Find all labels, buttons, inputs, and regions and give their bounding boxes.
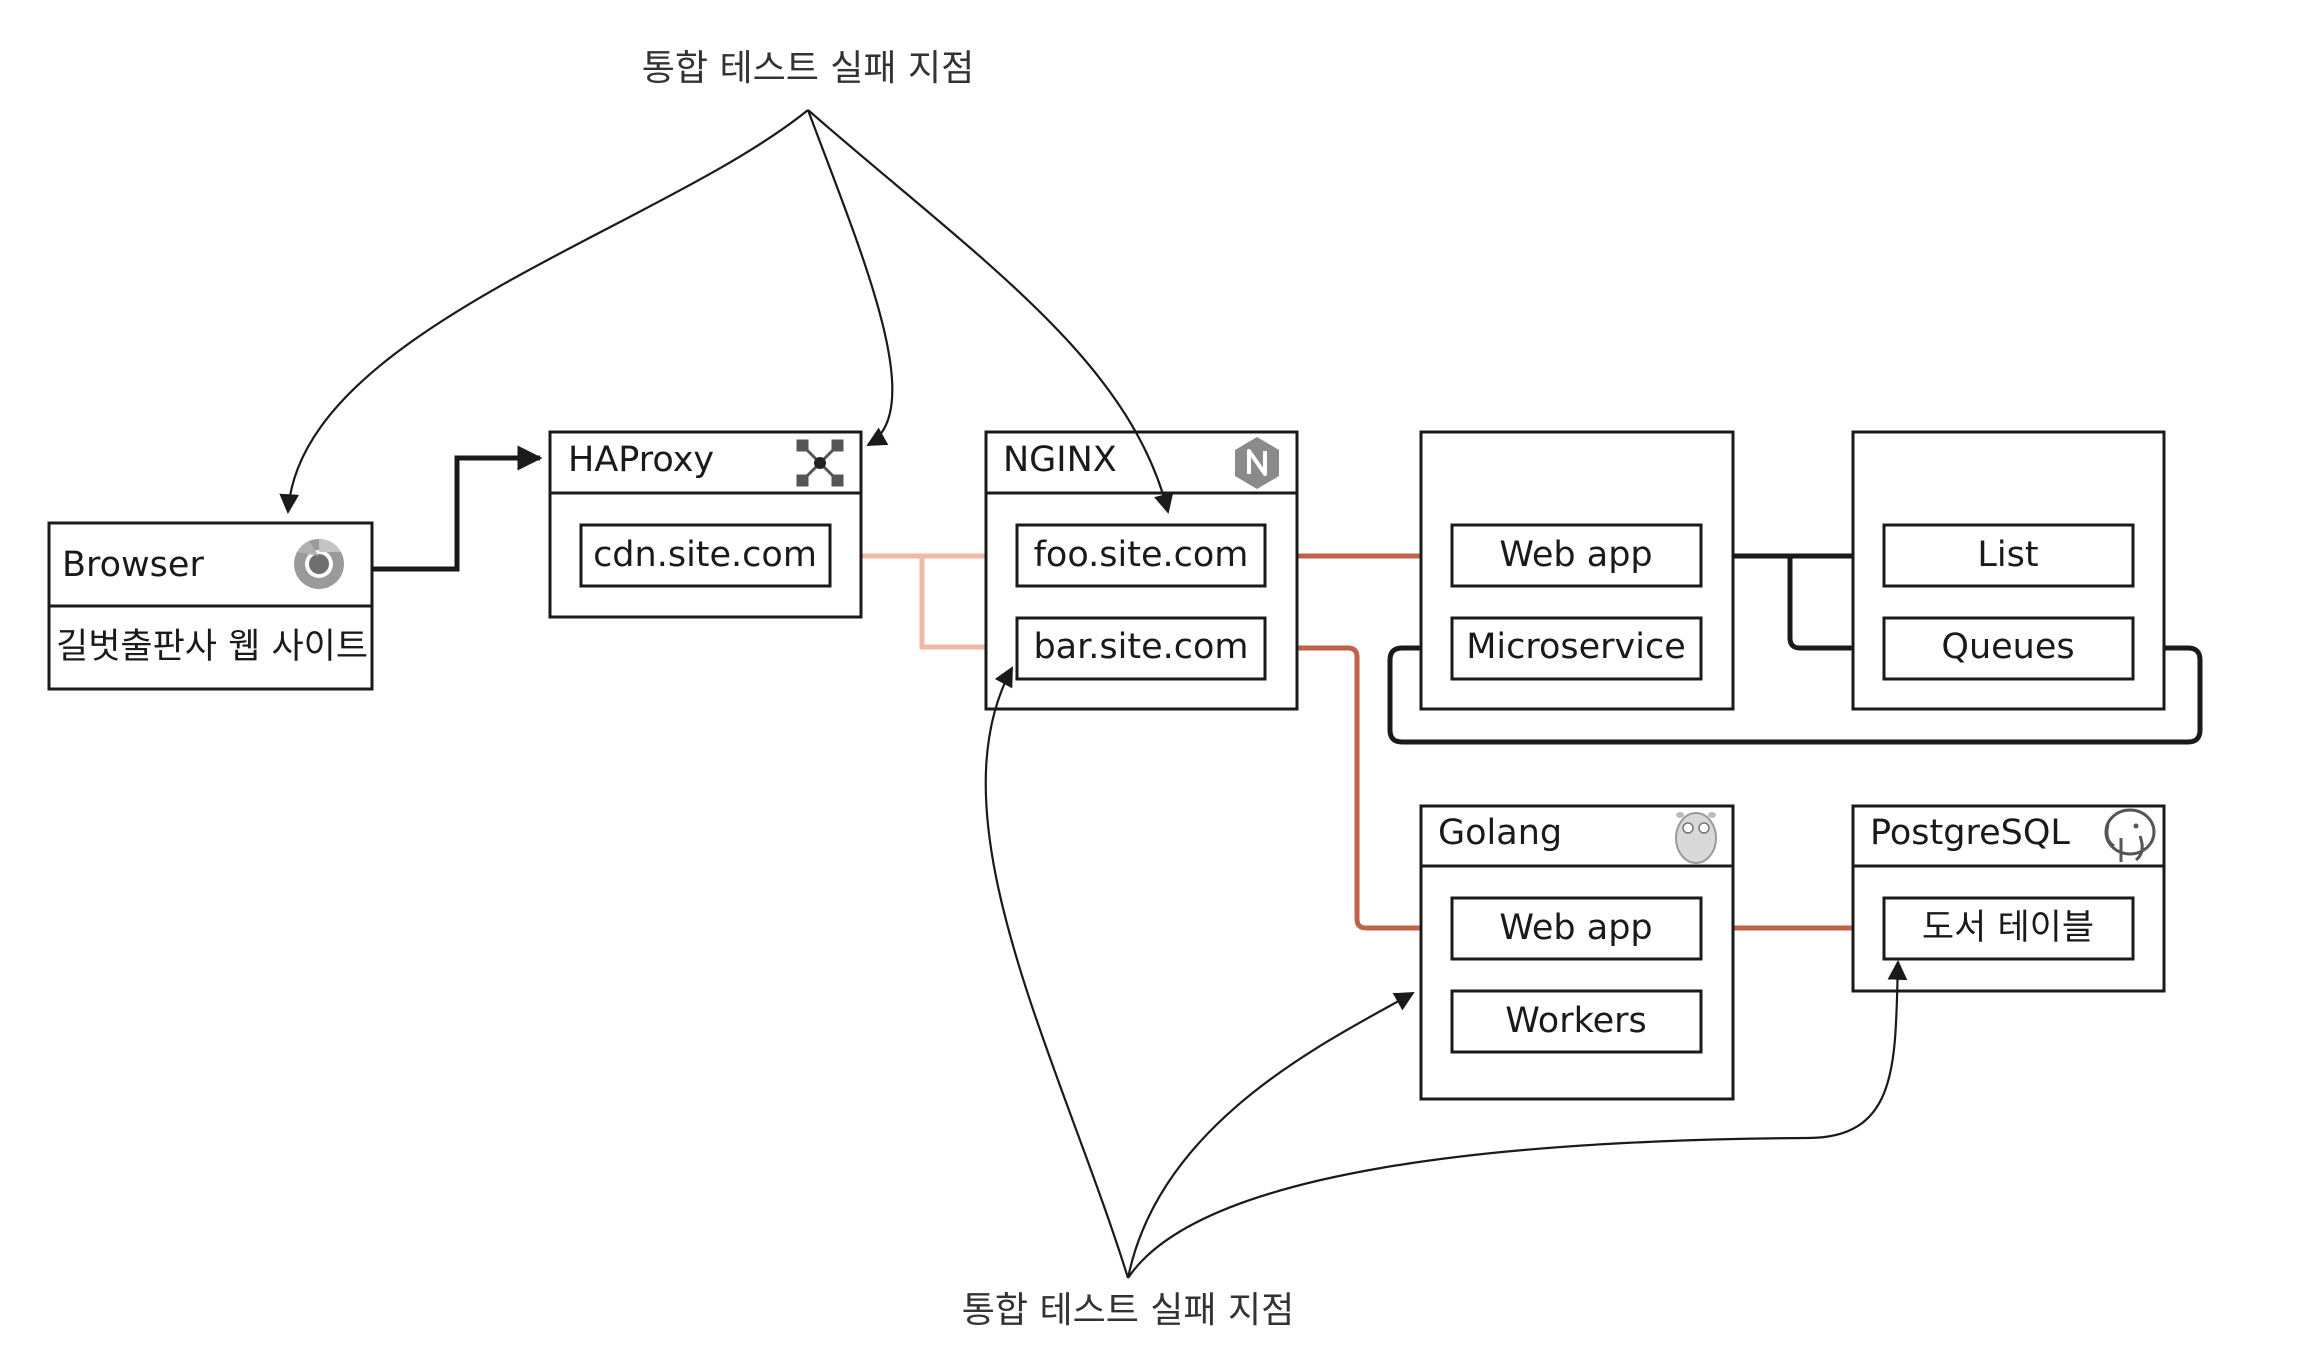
callout-bottom-nginx [984, 666, 1130, 1279]
foo-host-box [1015, 523, 1267, 588]
haproxy-box: HAProxy cdn.site.com [548, 430, 863, 619]
messaging-box: List Queues [1851, 430, 2166, 711]
callout-bottom-postgres [1127, 960, 1908, 1279]
haproxy-host: cdn.site.com [593, 535, 817, 575]
book-table-box [1882, 896, 2135, 961]
golang-webapp-box [1450, 896, 1703, 961]
postgres-title: PostgreSQL [1870, 813, 2070, 853]
postgres-table: 도서 테이블 [1922, 908, 2094, 948]
workers-box [1450, 989, 1703, 1054]
callout-top-browser [279, 109, 809, 514]
microservice-box [1450, 616, 1703, 681]
elephant-icon [2104, 808, 2156, 862]
services-box: Web app Microservice [1419, 430, 1735, 711]
golang-box: Golang Web app Workers [1419, 804, 1735, 1101]
golang-title: Golang [1438, 813, 1562, 853]
bar-host-box [1015, 616, 1267, 681]
webapp-box [1450, 523, 1703, 588]
nginx-icon [1235, 437, 1279, 489]
edge-bar-golang [1264, 645, 1449, 941]
nginx-box: NGINX foo.site.com bar.site.com [984, 430, 1299, 711]
callout-top-nginx [807, 109, 1174, 514]
browser-title: Browser [62, 545, 204, 585]
queues-box [1882, 616, 2135, 681]
edge-queues-microservice [1387, 635, 2203, 745]
gopher-icon [1675, 812, 1717, 864]
haproxy-icon [796, 439, 844, 487]
cdn-host-box [579, 523, 832, 588]
golang-webapp: Web app [1499, 908, 1652, 948]
nginx-title: NGINX [1003, 440, 1117, 480]
caption-top: 통합 테스트 실패 지점 [642, 48, 974, 89]
golang-workers: Workers [1505, 1001, 1647, 1041]
services-webapp: Web app [1499, 535, 1652, 575]
haproxy-title: HAProxy [568, 440, 714, 480]
edge-webapp-queues [1787, 556, 1879, 661]
postgres-box: PostgreSQL 도서 테이블 [1851, 804, 2166, 993]
messaging-queues: Queues [1941, 627, 2074, 667]
services-microservice: Microservice [1466, 627, 1686, 667]
edge-browser-haproxy [372, 445, 543, 572]
callout-bottom-golang [1126, 992, 1415, 1279]
edge-cdn-bar [919, 556, 1015, 660]
callout-top-haproxy [806, 109, 894, 446]
chrome-icon [294, 538, 344, 589]
nginx-host-foo: foo.site.com [1034, 535, 1249, 575]
browser-subtitle: 길벗출판사 웹 사이트 [56, 627, 368, 667]
browser-box: Browser 길벗출판사 웹 사이트 [47, 521, 374, 691]
messaging-list: List [1977, 535, 2038, 575]
caption-bottom: 통합 테스트 실패 지점 [962, 1290, 1294, 1331]
list-box [1882, 523, 2135, 588]
nginx-host-bar: bar.site.com [1033, 627, 1248, 667]
